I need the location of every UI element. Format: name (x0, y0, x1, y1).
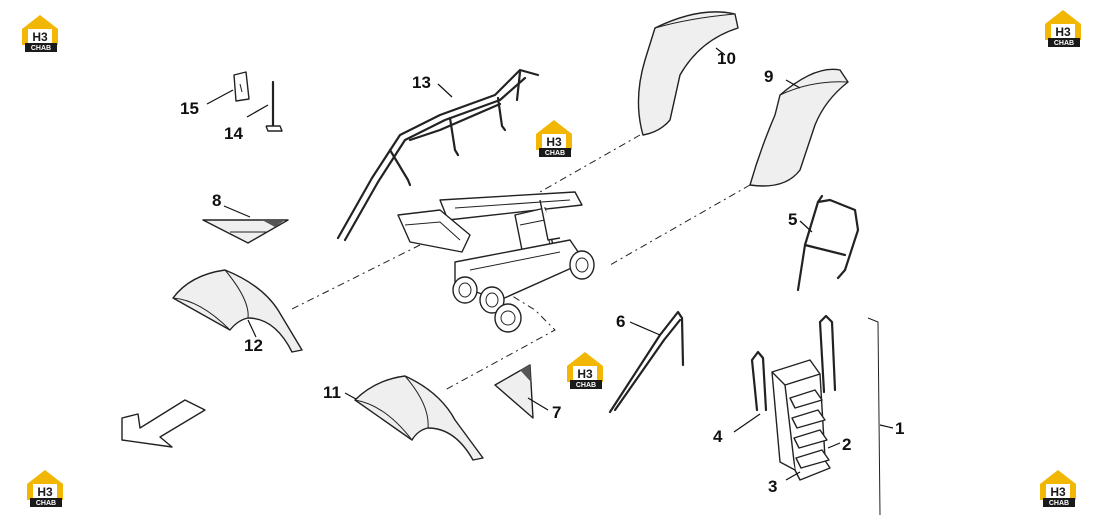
logo-bottom-text: CHAB (1049, 500, 1069, 507)
part-6-handle (608, 310, 685, 414)
logo-top-text: H3 (37, 485, 53, 499)
watermark-logo-center-bottom: H3 CHAB (567, 352, 603, 389)
part-7-decal (494, 364, 534, 419)
part-10-fender (637, 11, 739, 136)
callout-12: 12 (244, 336, 263, 355)
part-15-plate (233, 71, 250, 102)
part-4-ladder-handrail (750, 314, 837, 412)
logo-top-text: H3 (32, 30, 48, 44)
watermark-logo-bottom-right: H3 CHAB (1040, 470, 1076, 507)
part-9-fender (749, 68, 849, 187)
part-13-handrail (336, 68, 540, 242)
callout-10: 10 (717, 49, 736, 68)
direction-arrow (121, 399, 206, 448)
reach-stacker-machine (397, 191, 595, 333)
part-14-post (265, 80, 283, 132)
leader-lines (206, 47, 894, 481)
watermark-logo-top-left: H3 CHAB (22, 15, 58, 52)
part-1-bracket (867, 317, 881, 516)
callout-11: 11 (323, 383, 341, 402)
logo-top-text: H3 (577, 367, 593, 381)
part-5-railing (796, 194, 860, 292)
callout-8: 8 (212, 191, 221, 210)
callout-7: 7 (552, 403, 561, 422)
logo-top-text: H3 (546, 135, 562, 149)
callout-9: 9 (764, 67, 773, 86)
callout-6: 6 (616, 312, 625, 331)
watermark-logo-top-right: H3 CHAB (1045, 10, 1081, 47)
logo-bottom-text: CHAB (545, 150, 565, 157)
callout-14: 14 (224, 124, 243, 143)
part-8-decal (202, 219, 289, 244)
logo-top-text: H3 (1050, 485, 1066, 499)
part-12-fender (172, 269, 303, 353)
callout-4: 4 (713, 427, 723, 446)
callout-15: 15 (180, 99, 199, 118)
logo-bottom-text: CHAB (36, 500, 56, 507)
callout-2: 2 (842, 435, 851, 454)
part-2-ladder (771, 359, 831, 481)
part-11-fender (354, 375, 484, 461)
logo-top-text: H3 (1055, 25, 1071, 39)
logo-bottom-text: CHAB (1054, 40, 1074, 47)
callout-1: 1 (895, 419, 904, 438)
callout-labels: 1 2 3 4 5 6 7 8 9 10 11 12 13 14 15 (180, 49, 904, 496)
watermark-logo-bottom-left: H3 CHAB (27, 470, 63, 507)
watermark-logo-center-top: H3 CHAB (536, 120, 572, 157)
callout-13: 13 (412, 73, 431, 92)
callout-5: 5 (788, 210, 797, 229)
logo-bottom-text: CHAB (576, 382, 596, 389)
logo-bottom-text: CHAB (31, 45, 51, 52)
callout-3: 3 (768, 477, 777, 496)
